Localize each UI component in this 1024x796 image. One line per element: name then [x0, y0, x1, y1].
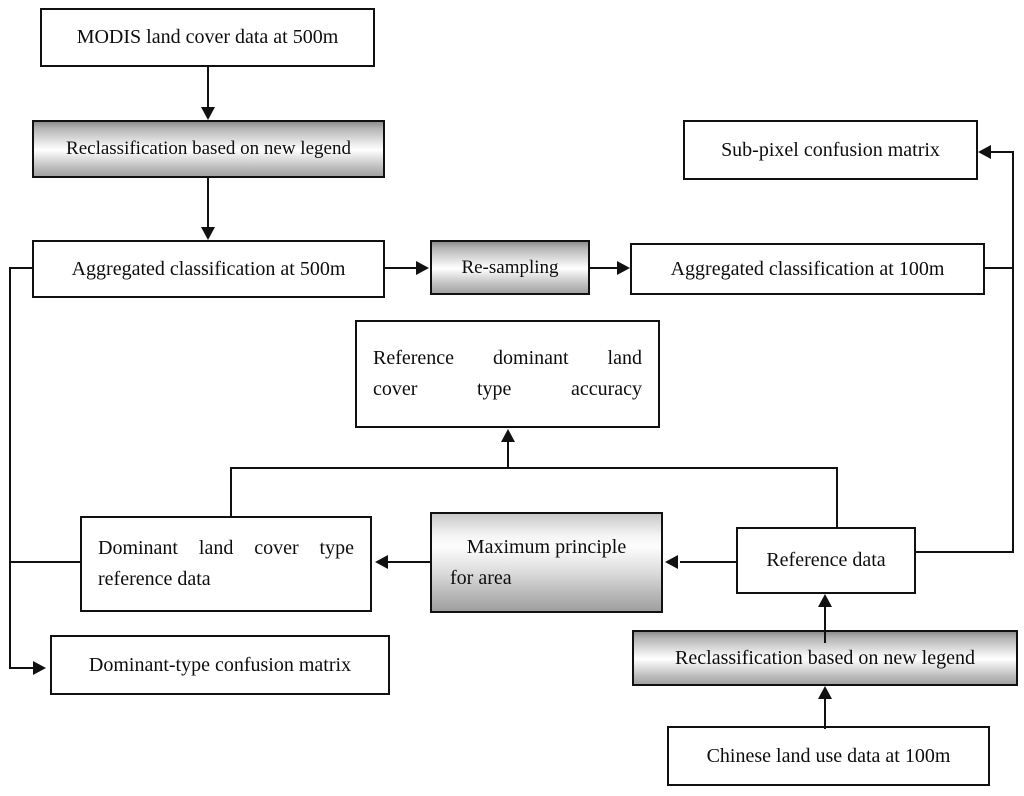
node-label: Dominant-type confusion matrix	[88, 653, 352, 676]
node-chinese-land-use-data: Chinese land use data at 100m	[667, 726, 990, 786]
node-maximum-principle-for-area: Maximum principle for area	[430, 512, 663, 613]
node-label: Sub-pixel confusion matrix	[721, 138, 940, 161]
edge-rightbus-to-subpixel	[990, 151, 1014, 153]
node-label: Reclassification based on new legend	[675, 646, 975, 669]
node-label: Reclassification based on new legend	[66, 138, 351, 160]
edge-leftbus-to-domref	[9, 561, 82, 563]
node-label: MODIS land cover data at 500m	[76, 26, 339, 48]
arrowhead-down	[201, 107, 215, 120]
arrowhead-up	[501, 429, 515, 442]
edge-refdata-to-maxprinciple	[680, 561, 736, 563]
arrowhead-right	[617, 261, 630, 275]
node-dominant-land-cover-reference-data: Dominant land cover type reference data	[80, 516, 372, 612]
node-label-line1: Maximum principle	[466, 535, 627, 558]
edge-chinese-to-reclasscn	[824, 699, 826, 729]
node-label: Aggregated classification at 500m	[71, 257, 346, 280]
edge-leftbus-to-domconf	[9, 667, 33, 669]
arrowhead-left	[665, 555, 678, 569]
edge-rightbus-vertical-lower	[1012, 267, 1014, 553]
edge-leftbus-vertical	[9, 267, 11, 669]
edge-rightbus-vertical-upper	[1012, 151, 1014, 269]
node-label-line1: Dominant land cover type	[98, 537, 354, 559]
edge-modis-to-reclassification	[207, 67, 209, 109]
node-dominant-type-confusion-matrix: Dominant-type confusion matrix	[50, 635, 390, 695]
edge-bus-to-accuracy-riser	[507, 442, 509, 469]
node-label-line2: for area	[450, 566, 512, 589]
arrowhead-right	[33, 661, 46, 675]
node-reference-data: Reference data	[736, 527, 916, 594]
node-label: Chinese land use data at 100m	[706, 744, 951, 767]
node-label-line2: cover type accuracy	[373, 378, 642, 400]
node-label-line1: Reference dominant land	[373, 347, 642, 369]
edge-agg500-to-leftbus	[9, 267, 34, 269]
node-label: Reference data	[766, 549, 886, 571]
edge-domref-riser	[230, 468, 232, 518]
node-aggregated-classification-500m: Aggregated classification at 500m	[32, 240, 385, 298]
node-modis-land-cover-data: MODIS land cover data at 500m	[40, 8, 375, 67]
arrowhead-right	[416, 261, 429, 275]
edge-reclasscn-to-refdata	[824, 607, 826, 643]
node-reference-dominant-accuracy: Reference dominant land cover type accur…	[355, 320, 660, 428]
arrowhead-up	[818, 686, 832, 699]
node-re-sampling: Re-sampling	[430, 240, 590, 295]
edge-agg100-to-rightbus	[985, 267, 1014, 269]
arrowhead-down	[201, 227, 215, 240]
node-aggregated-classification-100m: Aggregated classification at 100m	[630, 243, 985, 295]
edge-reclassification-to-agg500	[207, 178, 209, 228]
edge-refdata-to-rightbus	[916, 551, 1014, 553]
edge-maxprinciple-to-domref	[388, 561, 430, 563]
node-label: Aggregated classification at 100m	[670, 257, 945, 280]
node-label: Re-sampling	[461, 256, 559, 278]
edge-refdata-riser	[836, 468, 838, 529]
node-reclassification-modis: Reclassification based on new legend	[32, 120, 385, 178]
edge-agg500-to-resampling	[385, 267, 417, 269]
arrowhead-left	[978, 145, 991, 159]
edge-accuracy-bus-horizontal	[230, 467, 838, 469]
node-sub-pixel-confusion-matrix: Sub-pixel confusion matrix	[683, 120, 978, 180]
arrowhead-up	[818, 594, 832, 607]
edge-resampling-to-agg100	[590, 267, 618, 269]
node-label-line2: reference data	[98, 568, 211, 590]
arrowhead-left	[375, 555, 388, 569]
